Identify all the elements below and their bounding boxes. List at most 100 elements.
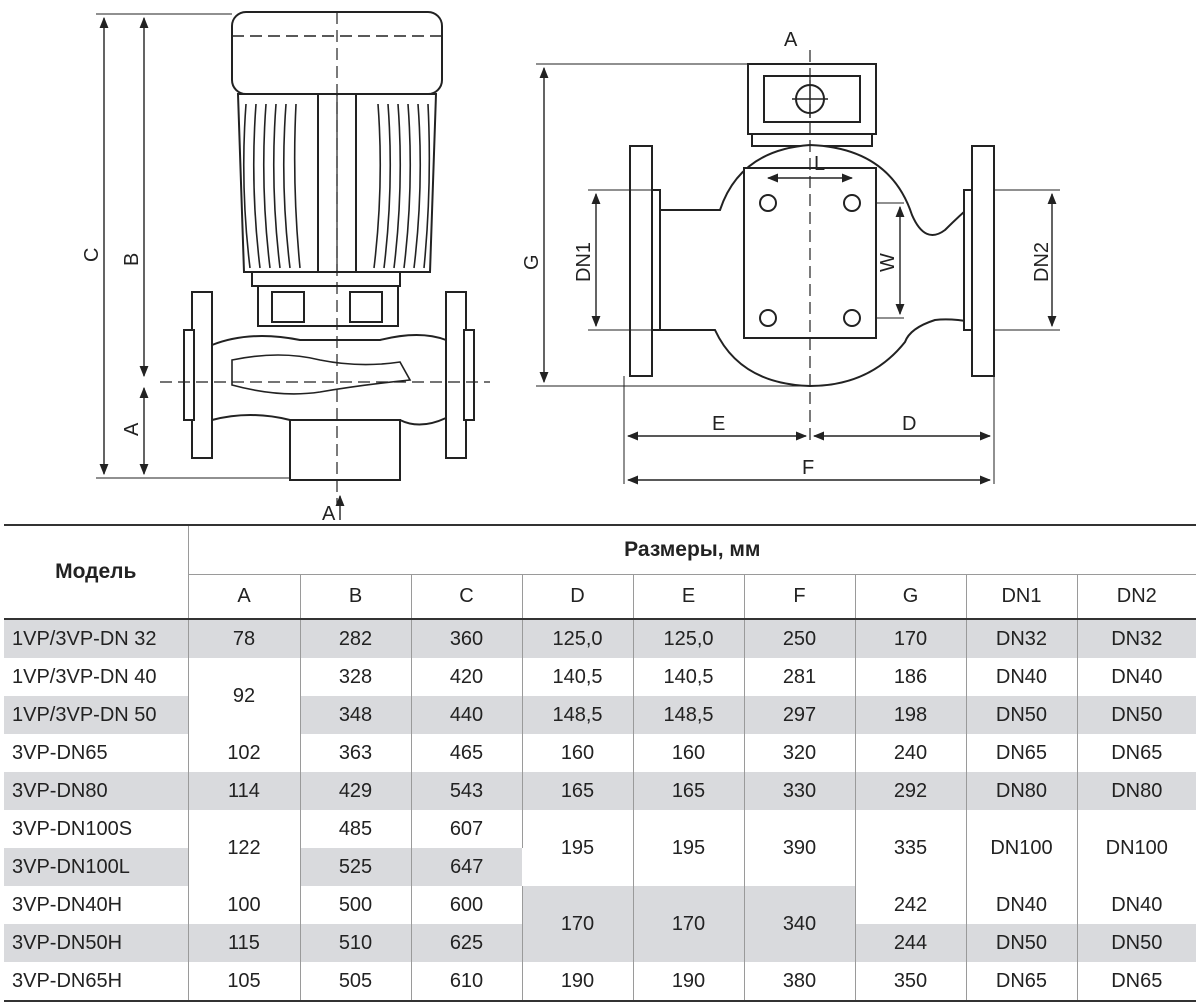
cell-a: 92 <box>188 658 301 734</box>
column-header-e: E <box>633 574 745 619</box>
dim-label-dn2: DN2 <box>1031 242 1053 282</box>
cell-d: 125,0 <box>522 619 634 658</box>
pump-technical-drawing: C B A A <box>81 11 1060 520</box>
cell-a: 102 <box>188 734 301 772</box>
cell-e: 148,5 <box>633 696 745 734</box>
cell-dn1: DN50 <box>966 924 1078 962</box>
model-cell: 3VP-DN40H <box>4 886 189 924</box>
cell-d: 148,5 <box>522 696 634 734</box>
cell-dn1: DN32 <box>966 619 1078 658</box>
cell-f: 330 <box>744 772 856 810</box>
cell-a: 100 <box>188 886 301 924</box>
cell-f: 380 <box>744 962 856 1001</box>
cell-b: 282 <box>300 619 412 658</box>
column-header-a: A <box>188 574 301 619</box>
dim-label-g: G <box>521 254 543 270</box>
cell-g: 244 <box>855 924 967 962</box>
side-view <box>160 11 490 505</box>
model-cell: 3VP-DN80 <box>4 772 189 810</box>
cell-a: 105 <box>188 962 301 1001</box>
top-view <box>629 50 995 440</box>
cell-b: 525 <box>300 848 412 886</box>
cell-dn2: DN65 <box>1111 969 1163 992</box>
dim-label-l: L <box>814 153 825 175</box>
cell-c: 420 <box>411 658 523 696</box>
cell-d: 195 <box>522 810 634 886</box>
cell-f: 320 <box>744 734 856 772</box>
sizes-header: Размеры, мм <box>188 525 1197 575</box>
section-label-a: A <box>322 503 336 520</box>
cell-dn1: DN100 <box>966 810 1078 886</box>
cell-e: 160 <box>633 734 745 772</box>
cell-dn1: DN40 <box>966 886 1078 924</box>
cell-f: 390 <box>744 810 856 886</box>
cell-dn2: DN40 <box>1111 665 1163 688</box>
cell-b: 363 <box>300 734 412 772</box>
table-row: 3VP-DN40H 100 500 600 170 170 340 242 DN… <box>4 886 1196 962</box>
cell-c: 607 <box>411 810 523 848</box>
cell-a: 114 <box>188 772 301 810</box>
model-cell: 3VP-DN65H <box>4 962 189 1001</box>
cell-dn2: DN65 <box>1111 741 1163 764</box>
cell-dn2: DN40 <box>1111 893 1163 916</box>
cell-g: 292 <box>855 772 967 810</box>
cell-g: 170 <box>855 619 967 658</box>
table-row: 1VP/3VP-DN 40 92 328 420 140,5 140,5 281… <box>4 658 1196 734</box>
cell-e: 170 <box>633 886 745 962</box>
column-header-dn1: DN1 <box>966 574 1078 619</box>
cell-b: 348 <box>300 696 412 734</box>
cell-b: 429 <box>300 772 412 810</box>
dim-label-e: E <box>712 413 725 435</box>
cell-f: 297 <box>744 696 856 734</box>
cell-f: 250 <box>744 619 856 658</box>
cell-d: 190 <box>522 962 634 1001</box>
table-row: 3VP-DN80 114 429 543 165 165 330 292 DN8… <box>4 772 1197 810</box>
table-row: 3VP-DN100L 525 647 <box>4 848 1196 886</box>
cell-d: 165 <box>522 772 634 810</box>
cell-a: 122 <box>188 810 301 886</box>
cell-c: 610 <box>411 962 523 1001</box>
cell-b: 505 <box>300 962 412 1001</box>
dim-label-dn1: DN1 <box>573 242 595 282</box>
cell-dn1: DN65 <box>966 962 1078 1001</box>
cell-c: 647 <box>411 848 522 886</box>
table-row: 1VP/3VP-DN 32 78 282 360 125,0 125,0 250… <box>4 619 1197 658</box>
cell-c: 625 <box>411 924 523 962</box>
cell-e: 190 <box>633 962 745 1001</box>
model-cell: 3VP-DN65 <box>4 734 189 772</box>
cell-dn2: DN50 <box>1077 696 1197 734</box>
cell-g: 240 <box>855 734 967 772</box>
cell-c: 543 <box>411 772 523 810</box>
cell-e: 165 <box>633 772 745 810</box>
cell-a: 115 <box>188 924 301 962</box>
cell-dn2: DN80 <box>1077 772 1197 810</box>
cell-b: 328 <box>300 658 412 696</box>
model-cell: 3VP-DN100S <box>4 810 189 848</box>
cell-a: 78 <box>188 619 301 658</box>
cell-dn2: DN32 <box>1077 619 1197 658</box>
model-cell: 3VP-DN50H <box>4 924 189 962</box>
cell-b: 500 <box>300 886 412 924</box>
dim-label-a: A <box>121 422 143 436</box>
dim-label-w: W <box>877 253 899 272</box>
dim-label-f: F <box>802 457 814 479</box>
cell-f: 281 <box>744 658 856 696</box>
model-cell: 1VP/3VP-DN 32 <box>4 619 189 658</box>
table-row: 1VP/3VP-DN 50 348 440 148,5 148,5 297 19… <box>4 696 1197 734</box>
cell-dn2: DN100 <box>1105 836 1168 859</box>
cell-c: 600 <box>411 886 523 924</box>
column-header-d: D <box>522 574 634 619</box>
cell-e: 125,0 <box>633 619 745 658</box>
dim-label-c: C <box>81 248 103 262</box>
cell-c: 465 <box>411 734 523 772</box>
cell-g: 242 <box>855 886 967 924</box>
cell-d: 170 <box>522 886 634 962</box>
column-header-g: G <box>855 574 967 619</box>
cell-c: 440 <box>411 696 523 734</box>
table-row: 3VP-DN100S 122 485 607 195 195 390 335 D… <box>4 810 1196 886</box>
column-header-dn2: DN2 <box>1116 585 1157 607</box>
column-header-b: B <box>300 574 412 619</box>
section-label-a-top: A <box>784 29 798 51</box>
cell-f: 340 <box>744 886 856 962</box>
cell-c: 360 <box>411 619 523 658</box>
